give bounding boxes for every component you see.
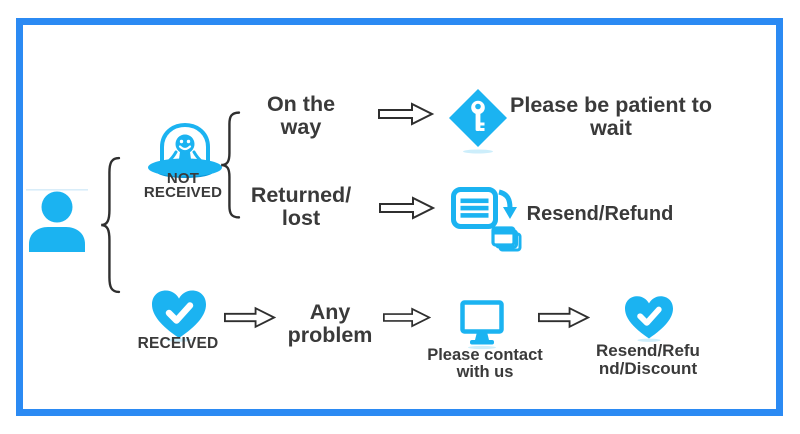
- arrow-right-icon: [224, 306, 276, 329]
- alien-ufo-icon: [148, 122, 222, 178]
- person-icon: [26, 189, 88, 252]
- key-diamond-icon: [449, 89, 507, 154]
- outcome-resend-refund-discount-label: Resend/Refu nd/Discount: [596, 341, 700, 378]
- monitor-icon: [460, 300, 504, 350]
- outcome-resend-refund-label: Resend/Refund: [526, 203, 674, 225]
- state-received-label: RECEIVED: [137, 335, 219, 352]
- heart-check-icon: [625, 296, 673, 342]
- outcome-be-patient-label: Please be patient to wait: [510, 93, 712, 140]
- arrow-right-icon: [383, 307, 431, 328]
- arrow-right-icon: [538, 306, 590, 329]
- condition-on-the-way-label: On the way: [266, 92, 336, 139]
- diagram-border: [16, 18, 783, 416]
- condition-returned-lost-label: Returned/ lost: [250, 183, 352, 230]
- condition-any-problem-label: Any problem: [287, 300, 373, 347]
- heart-check-icon: [152, 290, 206, 342]
- main-brace: [100, 156, 123, 294]
- sub-brace: [220, 111, 243, 219]
- arrow-right-icon: [379, 196, 436, 220]
- state-not-received-label: NOT RECEIVED: [143, 170, 223, 202]
- arrow-right-icon: [378, 102, 435, 126]
- documents-transfer-icon: [451, 187, 522, 252]
- step-contact-us-label: Please contact with us: [427, 346, 543, 381]
